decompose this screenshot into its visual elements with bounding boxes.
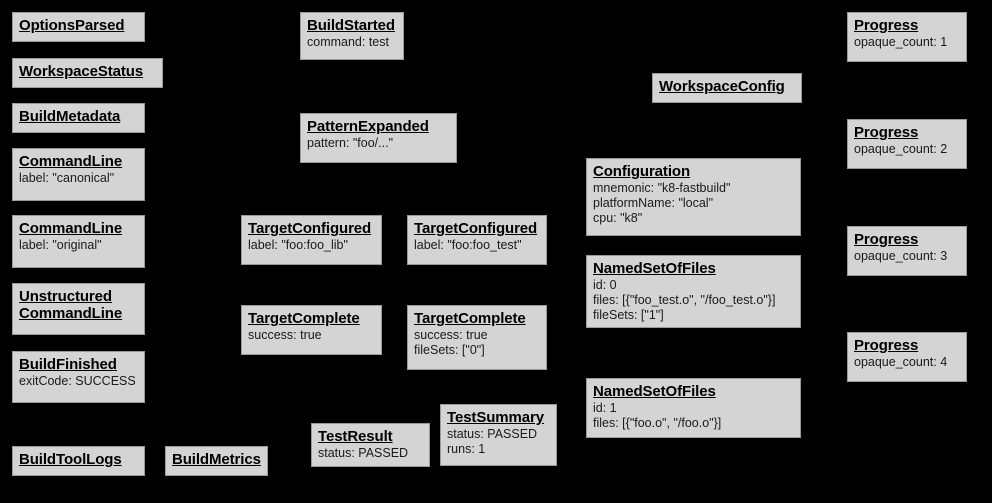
graph-node-unstructured-command-line[interactable]: Unstructured CommandLine — [12, 283, 145, 335]
node-title: TestSummary — [447, 409, 544, 426]
node-field: label: "foo:foo_test" — [414, 238, 522, 252]
node-field: fileSets: ["1"] — [593, 308, 664, 322]
node-title: Progress — [854, 337, 919, 354]
node-title: BuildMetrics — [172, 451, 261, 468]
node-field: mnemonic: "k8-fastbuild" — [593, 181, 731, 195]
node-field: pattern: "foo/..." — [307, 136, 394, 150]
node-field: success: true — [414, 328, 488, 342]
node-field: label: "original" — [19, 238, 102, 252]
node-title: WorkspaceConfig — [659, 78, 785, 95]
node-title: TargetConfigured — [414, 220, 538, 237]
node-field: id: 1 — [593, 401, 617, 415]
node-field: success: true — [248, 328, 322, 342]
graph-node-options-parsed[interactable]: OptionsParsed — [12, 12, 145, 42]
node-field: platformName: "local" — [593, 196, 714, 210]
node-field: status: PASSED — [318, 446, 409, 460]
node-field: id: 0 — [593, 278, 617, 292]
node-title: TestResult — [318, 428, 393, 445]
node-title: BuildMetadata — [19, 108, 121, 125]
node-title: NamedSetOfFiles — [593, 260, 716, 277]
node-title: TargetConfigured — [248, 220, 372, 237]
node-title: TargetComplete — [248, 310, 360, 327]
graph-node-build-tool-logs[interactable]: BuildToolLogs — [12, 446, 145, 476]
node-title: TargetComplete — [414, 310, 526, 327]
node-field: cpu: "k8" — [593, 211, 643, 225]
node-field-list: label: "canonical" — [19, 171, 138, 186]
node-field-list: label: "foo:foo_lib" — [248, 238, 375, 253]
node-title: BuildToolLogs — [19, 451, 122, 468]
graph-node-workspace-status[interactable]: WorkspaceStatus — [12, 58, 163, 88]
graph-node-build-metrics[interactable]: BuildMetrics — [165, 446, 268, 476]
graph-node-workspace-config[interactable]: WorkspaceConfig — [652, 73, 802, 103]
node-field-list: opaque_count: 2 — [854, 142, 960, 157]
node-title: Unstructured CommandLine — [19, 288, 123, 322]
graph-node-build-metadata[interactable]: BuildMetadata — [12, 103, 145, 133]
node-field-list: mnemonic: "k8-fastbuild"platformName: "l… — [593, 181, 794, 226]
node-field: opaque_count: 1 — [854, 35, 948, 49]
node-field-list: opaque_count: 1 — [854, 35, 960, 50]
node-field-list: status: PASSED — [318, 446, 423, 461]
node-title: PatternExpanded — [307, 118, 429, 135]
node-field: command: test — [307, 35, 389, 49]
node-field-list: label: "foo:foo_test" — [414, 238, 540, 253]
node-field-list: success: true — [248, 328, 375, 343]
node-field: files: [{"foo.o", "/foo.o"}] — [593, 416, 722, 430]
node-field-list: exitCode: SUCCESS — [19, 374, 138, 389]
node-field: label: "canonical" — [19, 171, 115, 185]
node-title: CommandLine — [19, 153, 123, 170]
node-title: BuildStarted — [307, 17, 395, 34]
node-field: opaque_count: 3 — [854, 249, 948, 263]
node-title: WorkspaceStatus — [19, 63, 144, 80]
node-field: label: "foo:foo_lib" — [248, 238, 348, 252]
node-field-list: pattern: "foo/..." — [307, 136, 450, 151]
node-title: Progress — [854, 231, 919, 248]
node-field-list: command: test — [307, 35, 397, 50]
node-title: CommandLine — [19, 220, 123, 237]
node-title: Configuration — [593, 163, 691, 180]
node-title: NamedSetOfFiles — [593, 383, 716, 400]
node-title: BuildFinished — [19, 356, 117, 373]
node-field: status: PASSED — [447, 427, 538, 441]
node-field-list: opaque_count: 3 — [854, 249, 960, 264]
node-field: exitCode: SUCCESS — [19, 374, 136, 388]
node-field: opaque_count: 4 — [854, 355, 948, 369]
node-field: runs: 1 — [447, 442, 486, 456]
node-field: fileSets: ["0"] — [414, 343, 485, 357]
node-title: Progress — [854, 17, 919, 34]
node-title: Progress — [854, 124, 919, 141]
node-field-list: label: "original" — [19, 238, 138, 253]
node-field: opaque_count: 2 — [854, 142, 948, 156]
node-field-list: opaque_count: 4 — [854, 355, 960, 370]
node-title: OptionsParsed — [19, 17, 125, 34]
node-field: files: [{"foo_test.o", "/foo_test.o"}] — [593, 293, 776, 307]
